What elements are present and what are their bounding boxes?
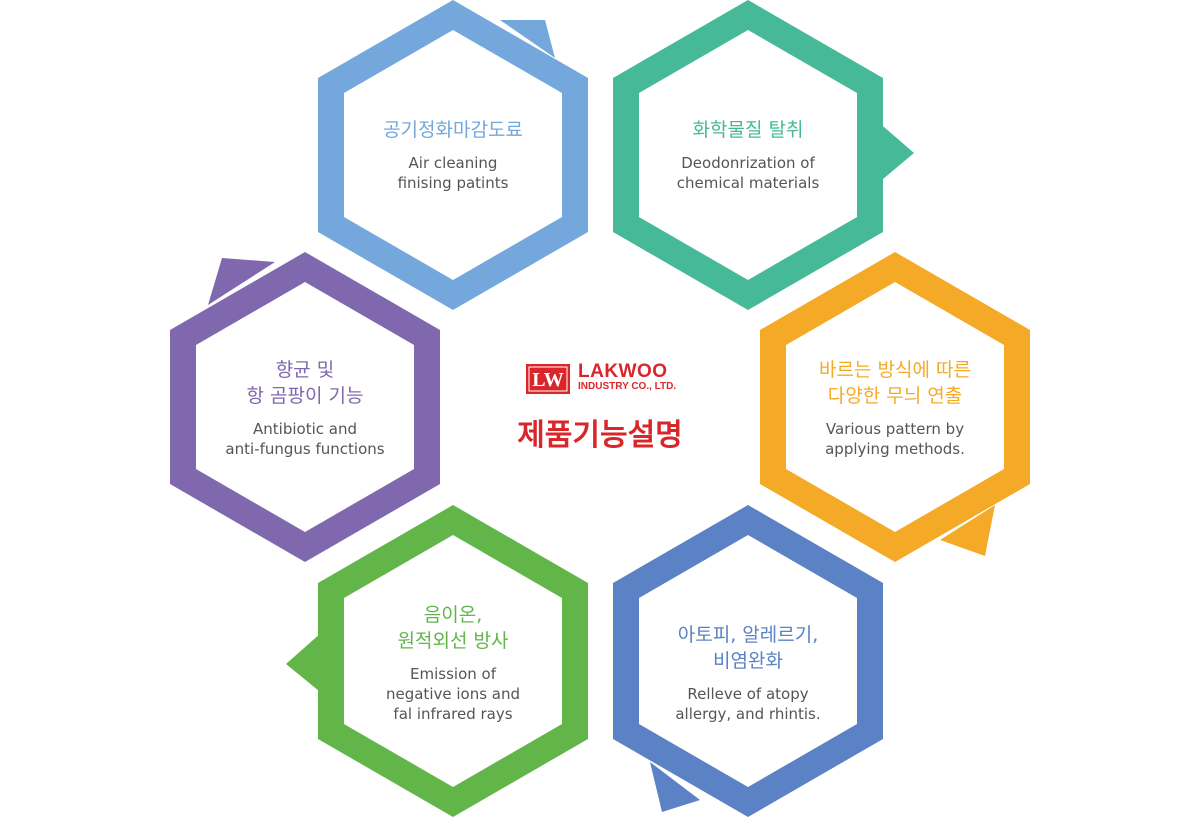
hexagon-ions	[286, 505, 588, 817]
hexagon-pattern	[760, 252, 1030, 562]
hexagon-pattern-text: 바르는 방식에 따른 다양한 무늬 연출 Various pattern by …	[780, 357, 1010, 459]
hexagon-description: Emission of negative ions and fal infrar…	[385, 665, 521, 723]
logo-mark-icon: LW	[526, 364, 570, 394]
hexagon-title: 바르는 방식에 따른 다양한 무늬 연출	[819, 359, 971, 407]
hexagon-title: 음이온, 원적외선 방사	[397, 604, 509, 652]
hexagon-air-cleaning-text: 공기정화마감도료 Air cleaning finising patints	[338, 117, 568, 193]
hexagon-description: Antibiotic and anti-fungus functions	[225, 420, 385, 458]
center-title: 제품기능설명	[517, 418, 683, 453]
hexagon-title: 공기정화마감도료	[383, 119, 523, 141]
hexagon-antibiotic	[170, 252, 440, 562]
hexagon-description: Relleve of atopy allergy, and rhintis.	[675, 685, 821, 723]
hexagon-deodorization	[613, 0, 914, 310]
hexagon-title: 화학물질 탈취	[692, 119, 804, 141]
hexagon-air-cleaning	[318, 0, 588, 310]
hexagon-title: 아토피, 알레르기, 비염완화	[677, 624, 819, 672]
hexagon-description: Various pattern by applying methods.	[825, 420, 965, 458]
hexagon-atopy-text: 아토피, 알레르기, 비염완화 Relleve of atopy allergy…	[633, 622, 863, 724]
hexagon-description: Deodonrization of chemical materials	[676, 154, 820, 192]
hexagon-atopy	[613, 505, 883, 817]
hexagon-title: 향균 및 항 곰팡이 기능	[246, 359, 364, 407]
hexagon-deodorization-text: 화학물질 탈취 Deodonrization of chemical mater…	[633, 117, 863, 193]
hexagon-description: Air cleaning finising patints	[397, 154, 509, 192]
hexagon-ions-text: 음이온, 원적외선 방사 Emission of negative ions a…	[338, 602, 568, 724]
hexagon-antibiotic-text: 향균 및 항 곰팡이 기능 Antibiotic and anti-fungus…	[190, 357, 420, 459]
logo-mark-text: LW	[532, 369, 564, 391]
logo-subtitle: INDUSTRY CO., LTD.	[578, 381, 677, 392]
logo-name: LAKWOO	[578, 361, 668, 382]
